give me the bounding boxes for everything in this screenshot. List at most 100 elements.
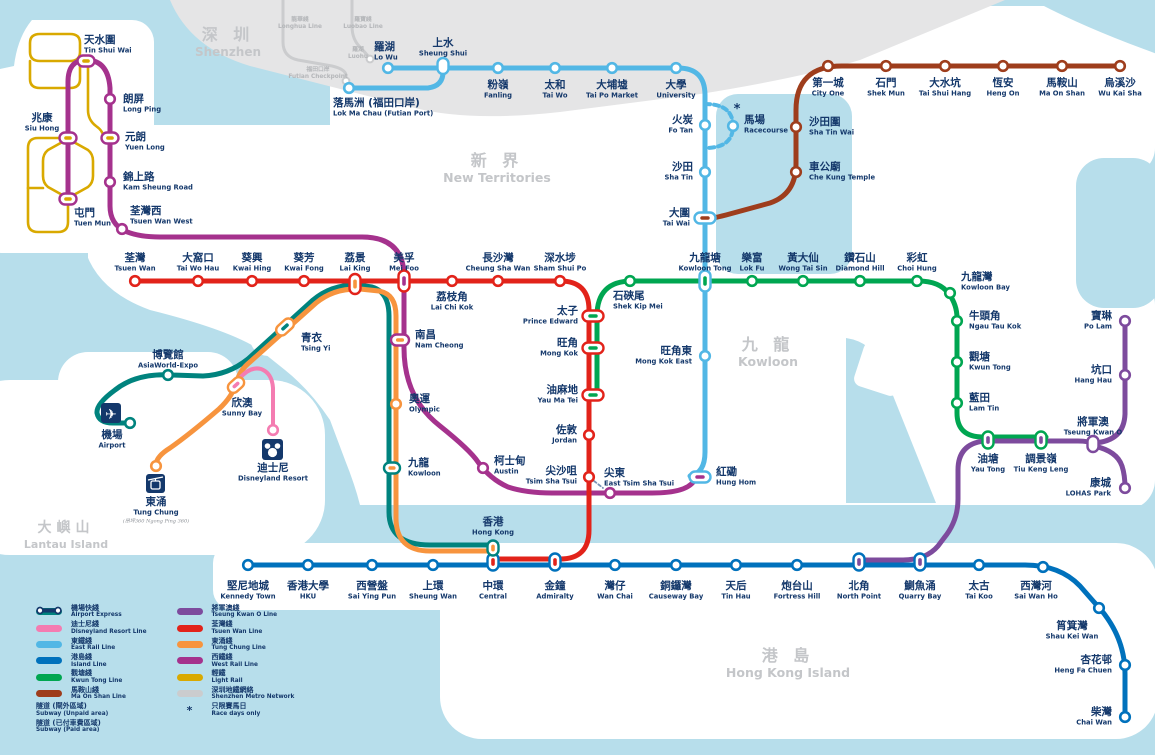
region-label-en: Shenzhen <box>195 45 261 59</box>
region-label-zh: 深 圳 <box>202 25 255 44</box>
station-label-en-disneyland-resort: Disneyland Resort <box>238 475 309 483</box>
legend-label-zh-east-rail-line: 東鐵綫 <box>71 636 92 645</box>
legend-label-zh-disneyland-resort-line: 迪士尼綫 <box>71 620 99 629</box>
region-label-zh: 九 龍 <box>741 335 795 354</box>
station-label-en-yuen-long: Yuen Long <box>124 144 165 152</box>
station-label-en-sham-shui-po: Sham Shui Po <box>534 265 587 273</box>
station-marker-stripe <box>695 475 705 479</box>
station-label-zh-tai-wo-hau: 大窩口 <box>182 251 214 264</box>
station-marker <box>879 59 893 73</box>
region-label-lantau-island: 大嶼山 Lantau Island <box>24 519 108 551</box>
station-label-zh-heng-on: 恆安 <box>992 76 1014 89</box>
station-label-zh-kowloon-bay: 九龍灣 <box>960 270 993 283</box>
station-label-en-fo-tan: Fo Tan <box>668 127 693 135</box>
station-label-en-sha-tin: Sha Tin <box>665 174 694 182</box>
legend-label-en-tseung-kwan-o-line: Tseung Kwan O Line <box>211 612 278 619</box>
legend-label-zh-race-days-only: 只限賽馬日 <box>211 702 247 711</box>
station-label-zh-siu-hong: 兆康 <box>32 111 53 124</box>
region-label-en: Lantau Island <box>24 538 108 551</box>
line-tst-walkway <box>593 480 604 489</box>
station-label-zh-kowloon-tong: 九龍塘 <box>688 251 721 264</box>
station-label-en-city-one: City One <box>812 90 845 98</box>
station-label-en-tsim-sha-tsui: Tsim Sha Tsui <box>526 478 577 486</box>
station-label-en-sunny-bay: Sunny Bay <box>222 410 263 418</box>
station-label-en-sheung-shui: Sheung Shui <box>419 50 467 58</box>
station-label-en-long-ping: Long Ping <box>123 106 161 114</box>
station-label-zh-heng-fa-chuen: 杏花邨 <box>1080 653 1113 666</box>
station-marker <box>297 274 311 288</box>
station-label-zh-east-tsim-sha-tsui: 尖東 <box>604 466 625 479</box>
station-label-zh-shau-kei-wan: 筲箕灣 <box>1056 619 1088 632</box>
legend-swatch-light-rail <box>176 673 203 681</box>
station-label-en-lok-fu: Lok Fu <box>739 265 764 273</box>
station-marker <box>103 92 117 106</box>
legend-swatch-west-rail-line <box>176 657 203 665</box>
station-label-zh-sai-wan-ho: 西灣河 <box>1020 579 1052 592</box>
station-marker <box>853 274 867 288</box>
station-marker-stripe <box>491 544 495 552</box>
mickey-ear <box>274 443 281 449</box>
station-label-en-wan-chai: Wan Chai <box>597 593 633 601</box>
station-label-en-hung-hom: Hung Hom <box>716 479 756 487</box>
station-marker <box>996 59 1010 73</box>
station-marker <box>1118 481 1132 495</box>
station-marker-stripe <box>64 197 72 201</box>
station-marker <box>436 56 450 76</box>
legend-swatch-ma-on-shan-line <box>36 690 62 698</box>
station-marker <box>381 61 395 75</box>
legend-swatch-kwun-tong-line <box>36 673 62 681</box>
station-label-zh-cheung-sha-wan: 長沙灣 <box>482 251 514 264</box>
station-marker <box>910 274 924 288</box>
legend-label-en-race-days-only: Race days only <box>211 710 261 717</box>
station-label-zh-tin-shui-wai: 天水圍 <box>84 33 116 46</box>
station-label-zh-mong-kok: 旺角 <box>557 336 578 349</box>
legend-label-en-tsuen-wan-line: Tsuen Wan Line <box>211 628 263 635</box>
region-label-zh: 大嶼山 <box>38 519 95 536</box>
station-label-zh-fanling: 粉嶺 <box>488 78 509 91</box>
legend-label-zh-light-rail: 輕鐵 <box>211 669 226 678</box>
station-label-zh-olympic: 奧運 <box>408 392 430 405</box>
station-marker-stripe <box>700 216 710 220</box>
station-marker <box>191 274 205 288</box>
station-label-en-jordan: Jordan <box>551 437 577 445</box>
shenzhen-label-zh: 福田口岸 <box>305 65 329 73</box>
station-label-en-kwun-tong: Kwun Tong <box>969 364 1011 372</box>
region-label-en: Kowloon <box>738 354 798 369</box>
station-label-en-kowloon-tong: Kowloon Tong <box>678 265 731 273</box>
station-marker <box>1118 710 1132 724</box>
station-label-zh-causeway-bay: 銅鑼灣 <box>660 579 692 592</box>
station-label-en-admiralty: Admiralty <box>536 593 574 601</box>
station-label-en-hong-kong: Hong Kong <box>472 529 514 537</box>
station-label-zh-yuen-long: 元朗 <box>125 130 146 143</box>
station-label-zh-hung-hom: 紅磡 <box>716 465 737 478</box>
station-label-zh-austin: 柯士甸 <box>494 454 526 467</box>
station-marker <box>553 274 567 288</box>
station-marker <box>789 120 803 134</box>
line-tseung-kwan-o <box>856 318 1128 563</box>
station-marker <box>426 558 440 572</box>
station-label-en-shau-kei-wan: Shau Kei Wan <box>1046 633 1099 641</box>
legend-swatch-tsuen-wan-line <box>176 624 203 632</box>
legend-label-en-airport-express: Airport Express <box>71 612 122 619</box>
station-label-en-cheung-sha-wan: Cheung Sha Wan <box>466 265 531 273</box>
